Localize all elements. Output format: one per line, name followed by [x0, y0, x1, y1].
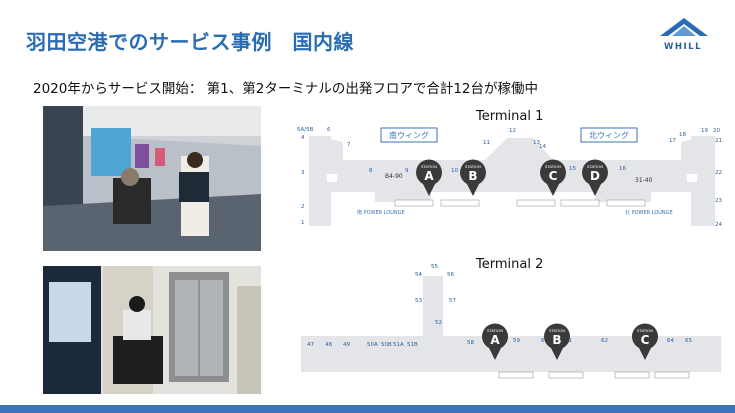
wing-north-label: 北ウィング: [589, 130, 629, 140]
terminal1-gate-label: 4: [301, 135, 305, 141]
terminal1-gate-label: 8: [369, 168, 373, 174]
terminal2-gate-label: 64: [667, 338, 674, 344]
station-caption: STATION: [421, 164, 437, 169]
terminal2-gate-label: 52: [435, 320, 442, 326]
bottom-bar: [0, 405, 735, 413]
terminal1-gate-label: 12: [509, 128, 516, 134]
terminal2-gate-label: 49: [343, 342, 350, 348]
station-caption: STATION: [549, 328, 565, 333]
lounge-north: 北 POWER LOUNGE: [625, 209, 673, 216]
station-letter: D: [590, 169, 600, 183]
wing-south-label: 南ウィング: [389, 130, 429, 140]
terminal1-gate-label: 24: [715, 222, 722, 228]
terminal2-label: Terminal 2: [476, 257, 544, 272]
terminal1-gate-label: 22: [715, 170, 722, 176]
terminal1-gate-label: 13: [533, 140, 540, 146]
gate-range-right: 31-40: [635, 177, 653, 184]
terminal1-gate-label: 21: [715, 138, 722, 144]
terminal2-gate-label: 56: [447, 272, 454, 278]
terminal1-gate-label: 1: [301, 220, 305, 226]
terminal2-gate-label: 53: [415, 298, 422, 304]
station-letter: C: [641, 333, 650, 347]
station-caption: STATION: [545, 164, 561, 169]
terminal2-gate-label: 65: [685, 338, 692, 344]
terminal1-gate-label: 3: [301, 170, 305, 176]
terminal2-gate-label: 51B: [407, 342, 418, 348]
terminal1-gate-label: 9: [405, 168, 409, 174]
terminal1-gate-label: 19: [701, 128, 708, 134]
terminal1-gate-label: 10: [451, 168, 458, 174]
logo-text: WHILL: [664, 42, 702, 52]
terminal1-map: 南ウィング 北ウィング B4-90 31-40 南 POWER LOUNGE 北…: [297, 127, 722, 228]
whill-logo-icon: [660, 18, 708, 36]
terminal2-gate-label: 47: [307, 342, 314, 348]
terminal1-gate-label: 20: [713, 128, 720, 134]
terminal2-gate-label: 48: [325, 342, 332, 348]
photo-elevator: [43, 266, 261, 394]
terminal2-gate-label: 55: [431, 264, 438, 270]
terminal2-gate-label: 57: [449, 298, 456, 304]
station-caption: STATION: [637, 328, 653, 333]
station-letter: A: [490, 333, 500, 347]
gate-range-left: B4-90: [385, 173, 403, 180]
terminal1-gate-label: 2: [301, 204, 305, 210]
station-letter: B: [552, 333, 561, 347]
terminal2-gate-label: 50B: [381, 342, 392, 348]
terminal1-gate-label: 17: [669, 138, 676, 144]
station-letter: C: [549, 169, 558, 183]
terminal2-gate-label: 51A: [393, 342, 404, 348]
terminal1-gate-label: 5A/5B: [297, 127, 314, 133]
terminal1-gate-label: 18: [679, 132, 686, 138]
photo-corridor: [43, 106, 261, 251]
terminal2-gate-label: 59: [513, 338, 520, 344]
terminal1-gate-label: 16: [619, 166, 626, 172]
terminal1-gate-label: 23: [715, 198, 722, 204]
station-caption: STATION: [587, 164, 603, 169]
terminal1-gate-label: 6: [327, 127, 331, 133]
slide-subtitle: 2020年からサービス開始： 第1、第2ターミナルの出発フロアで合計12台が稼働…: [33, 81, 539, 97]
terminal2-gate-label: 54: [415, 272, 422, 278]
terminal1-gate-label: 7: [347, 142, 351, 148]
terminal2-gate-label: 62: [601, 338, 608, 344]
station-letter: B: [468, 169, 477, 183]
terminal2-gate-label: 58: [467, 340, 474, 346]
terminal2-map: 55545653575247484950A50B51A51B5859606162…: [301, 264, 721, 379]
terminal1-gate-label: 15: [569, 166, 576, 172]
terminal2-gate-label: 60: [541, 338, 548, 344]
terminal1-gate-label: 14: [539, 144, 546, 150]
slide-title: 羽田空港でのサービス事例 国内線: [26, 30, 354, 54]
station-caption: STATION: [487, 328, 503, 333]
lounge-south: 南 POWER LOUNGE: [357, 209, 405, 216]
station-letter: A: [424, 169, 434, 183]
station-caption: STATION: [465, 164, 481, 169]
terminal2-gate-label: 50A: [367, 342, 378, 348]
terminal1-gate-label: 11: [483, 140, 490, 146]
terminal1-label: Terminal 1: [476, 109, 544, 124]
